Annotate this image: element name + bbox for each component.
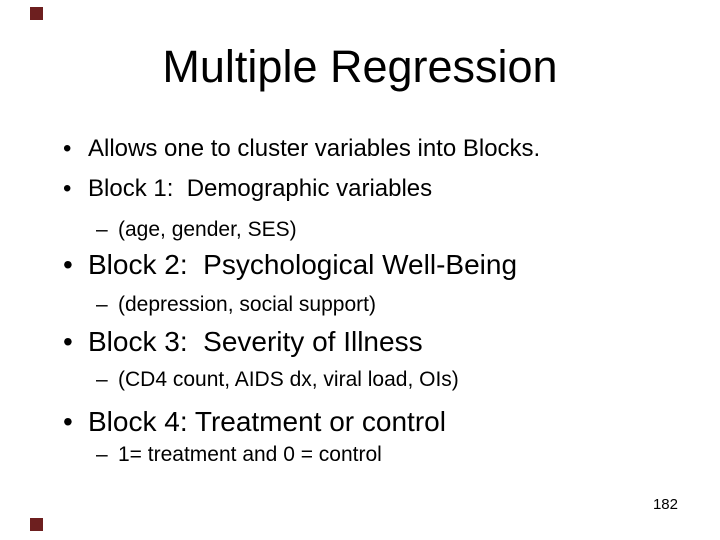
sub-bullet-item: –(depression, social support) [96,294,376,315]
corner-decoration-bottom-left [30,518,43,531]
bullet-text: Block 2: Psychological Well-Being [88,249,518,280]
bullet-text: Allows one to cluster variables into Blo… [88,135,541,162]
dash-marker: – [96,218,108,241]
bullet-dot-marker: • [63,175,72,202]
bullet-text: Block 3: Severity of Illness [88,326,423,357]
bullet-dot-marker: • [63,406,73,437]
bullet-item: • Block 1: Demographic variables [63,177,432,201]
bullet-dot-marker: • [63,326,73,357]
bullet-dot-marker: • [63,249,73,280]
corner-decoration-top-left [30,7,43,20]
sub-bullet-item: –(CD4 count, AIDS dx, viral load, OIs) [96,369,459,390]
page-number: 182 [652,496,678,513]
bullet-text: Block 1: Demographic variables [88,175,433,202]
dash-marker: – [96,443,108,466]
bullet-item: • Allows one to cluster variables into Bl… [63,137,540,161]
bullet-text: 1= treatment and 0 = control [118,443,382,466]
bullet-text: (age, gender, SES) [118,218,297,241]
bullet-item: • Block 3: Severity of Illness [63,328,423,356]
sub-bullet-item: –1= treatment and 0 = control [96,444,382,465]
dash-marker: – [96,293,108,316]
slide-title: Multiple Regression [162,41,558,92]
dash-marker: – [96,368,108,391]
bullet-item: • Block 2: Psychological Well-Being [63,251,517,279]
bullet-dot-marker: • [63,135,72,162]
bullet-text: (CD4 count, AIDS dx, viral load, OIs) [118,368,459,391]
bullet-text: Block 4: Treatment or control [88,406,446,437]
sub-bullet-item: –(age, gender, SES) [96,219,297,240]
bullet-item: • Block 4: Treatment or control [63,408,446,436]
bullet-text: (depression, social support) [118,293,376,316]
